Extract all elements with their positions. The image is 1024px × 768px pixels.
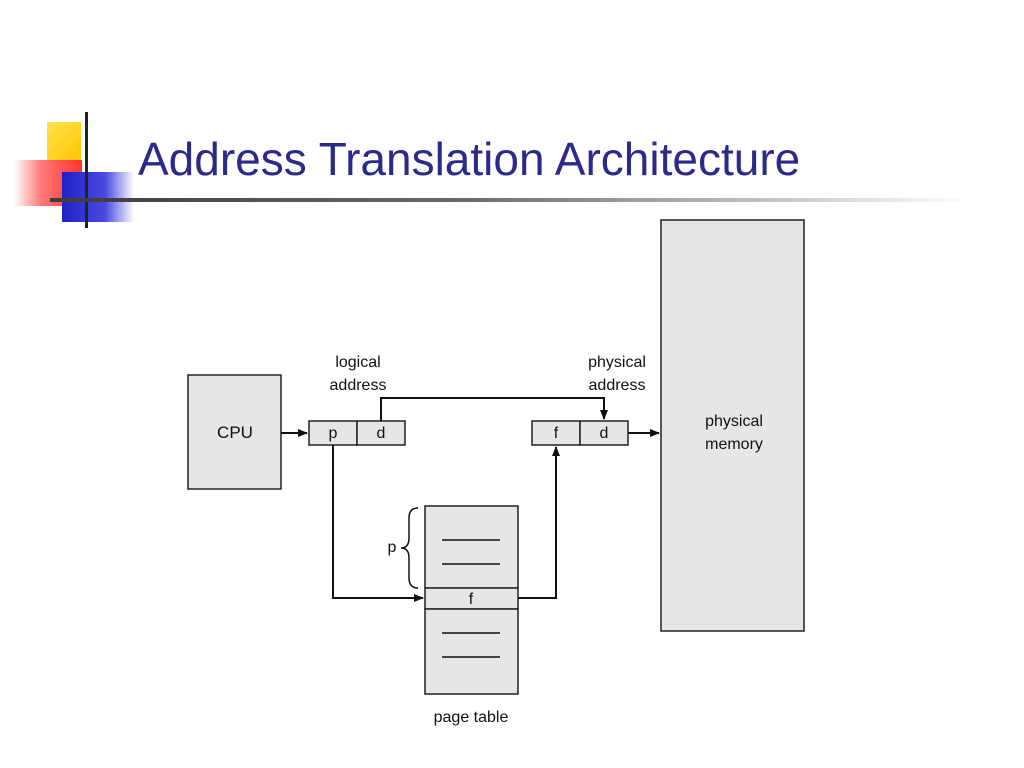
page-table-caption: page table (434, 709, 509, 726)
page-title: Address Translation Architecture (138, 133, 801, 185)
physical-memory-box (660, 219, 805, 632)
physical-f-label: f (554, 425, 559, 442)
logical-p-label: p (329, 425, 338, 442)
page-table-lower (424, 608, 519, 695)
physical-address-label-line1: physical (588, 354, 646, 371)
page-index-label: p (388, 539, 397, 556)
physical-memory-label-line1: physical (705, 413, 763, 430)
physical-memory-label-line2: memory (705, 436, 763, 453)
physical-address-label-line2: address (589, 377, 646, 394)
logical-address-label-line2: address (330, 377, 387, 394)
page-table-upper (424, 505, 519, 589)
page-index-brace (400, 507, 419, 589)
deco-vertical-line (85, 112, 88, 228)
cpu-box (187, 374, 282, 490)
physical-d-cell (579, 420, 629, 446)
logical-d-label: d (377, 425, 386, 442)
offset-passthrough-arrow (380, 397, 608, 421)
page-lookup-arrow (332, 445, 424, 602)
title-underline (50, 198, 970, 202)
logical-d-cell (356, 420, 406, 446)
logical-address-label-line1: logical (335, 354, 380, 371)
frame-number-arrow (518, 446, 560, 599)
page-table-entry-label: f (469, 591, 474, 608)
corner-decoration (0, 0, 140, 230)
physical-d-label: d (600, 425, 609, 442)
cpu-label: CPU (217, 423, 253, 442)
deco-yellow-square (47, 122, 81, 164)
deco-blue-square (62, 172, 134, 222)
